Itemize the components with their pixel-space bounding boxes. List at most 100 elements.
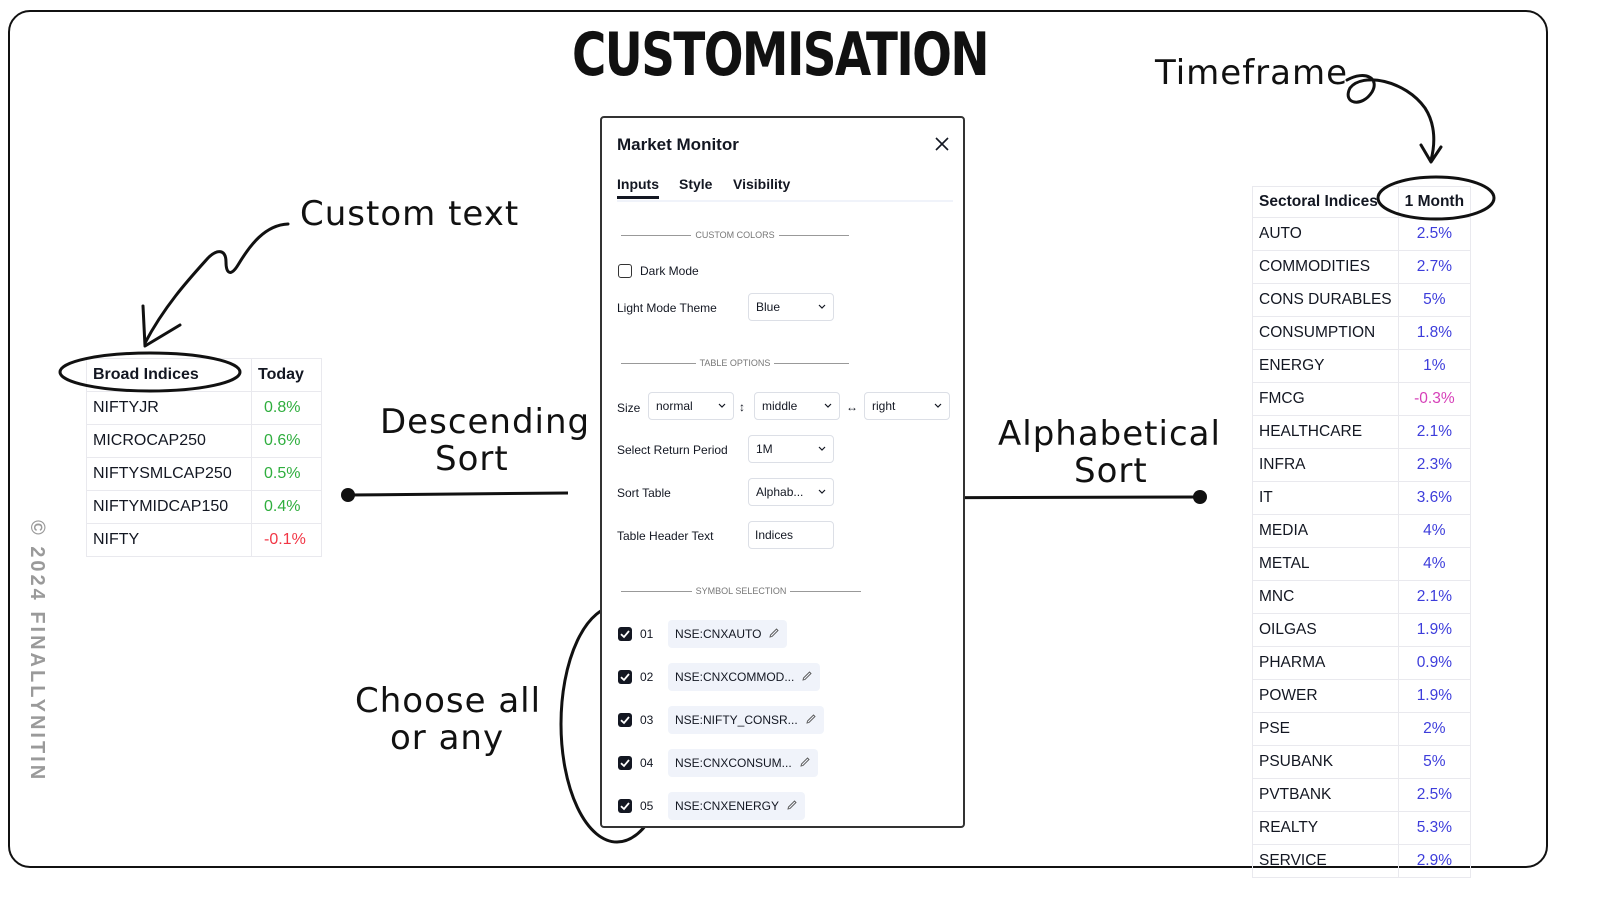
symbol-checkbox-03[interactable] — [618, 713, 632, 727]
index-value: 1.9% — [1397, 613, 1472, 647]
custom-text-arrowhead — [141, 304, 182, 348]
alphabetical-pointer-dot — [1193, 490, 1207, 504]
index-value: 2.5% — [1397, 778, 1472, 812]
return-period-value: 1M — [756, 442, 773, 456]
pencil-icon[interactable] — [805, 713, 817, 725]
index-name: AUTO — [1252, 217, 1399, 251]
index-name: NIFTYMIDCAP150 — [86, 490, 252, 524]
tab-visibility[interactable]: Visibility — [733, 176, 791, 192]
index-value: 0.9% — [1397, 646, 1472, 680]
sort-table-select[interactable]: Alphab... — [748, 478, 834, 506]
check-icon — [620, 630, 630, 639]
symbol-chip[interactable]: NSE:CNXCOMMOD... — [668, 663, 821, 691]
symbol-chip[interactable]: NSE:CNXAUTO — [668, 620, 788, 648]
chevron-down-icon — [824, 403, 832, 408]
index-value: -0.1% — [251, 523, 322, 557]
index-name: NIFTY — [86, 523, 252, 557]
pencil-icon[interactable] — [801, 670, 813, 682]
horizontal-align-select[interactable]: right — [864, 392, 950, 420]
symbol-chip[interactable]: NSE:NIFTY_CONSR... — [668, 706, 824, 734]
annotation-alphabetical-line2: Sort — [1074, 451, 1148, 492]
dark-mode-checkbox[interactable] — [618, 264, 632, 278]
index-name: PVTBANK — [1252, 778, 1399, 812]
index-value: 0.8% — [251, 391, 322, 425]
annotation-custom-text: Custom text — [300, 194, 520, 234]
symbol-checkbox-02[interactable] — [618, 670, 632, 684]
annotation-alphabetical: Alphabetical Sort — [998, 415, 1221, 492]
index-value: -0.3% — [1397, 382, 1472, 416]
index-value: 2% — [1397, 712, 1472, 746]
section-table-options: TABLE OPTIONS — [617, 358, 853, 368]
timeframe-arrow — [1345, 74, 1436, 162]
section-symbol-selection: SYMBOL SELECTION — [617, 586, 865, 596]
page-title: CUSTOMISATION — [571, 20, 990, 90]
return-period-select[interactable]: 1M — [748, 435, 834, 463]
vertical-align-value: middle — [762, 399, 798, 413]
sector-table-header: Sectoral Indices — [1252, 186, 1399, 218]
pencil-icon[interactable] — [799, 756, 811, 768]
index-name: OILGAS — [1252, 613, 1399, 647]
symbol-text: NSE:CNXCOMMOD... — [675, 670, 795, 684]
symbol-number: 04 — [640, 756, 654, 770]
index-value: 5% — [1397, 745, 1472, 779]
index-value: 2.3% — [1397, 448, 1472, 482]
pencil-icon[interactable] — [786, 799, 798, 811]
close-icon[interactable] — [932, 134, 952, 154]
index-name: REALTY — [1252, 811, 1399, 845]
tab-style[interactable]: Style — [679, 176, 713, 192]
index-value: 1% — [1397, 349, 1472, 383]
custom-text-arrow — [143, 222, 290, 345]
market-monitor-dialog: Market Monitor Inputs Style Visibility C… — [600, 116, 965, 828]
symbol-checkbox-05[interactable] — [618, 799, 632, 813]
timeframe-arrowhead — [1419, 143, 1443, 164]
sort-table-value: Alphab... — [756, 485, 804, 499]
index-name: FMCG — [1252, 382, 1399, 416]
symbol-number: 01 — [640, 627, 654, 641]
light-theme-label: Light Mode Theme — [617, 301, 717, 315]
chevron-down-icon — [818, 304, 826, 309]
horizontal-align-icon: ↔ — [846, 400, 858, 414]
return-period-label: Select Return Period — [617, 443, 728, 457]
size-value: normal — [656, 399, 693, 413]
index-value: 3.6% — [1397, 481, 1472, 515]
chevron-down-icon — [718, 403, 726, 408]
light-theme-select[interactable]: Blue — [748, 293, 834, 321]
symbol-text: NSE:CNXENERGY — [675, 799, 780, 813]
symbol-chip[interactable]: NSE:CNXCONSUM... — [668, 749, 818, 777]
outer-frame — [8, 10, 1548, 868]
index-name: MEDIA — [1252, 514, 1399, 548]
size-select[interactable]: normal — [648, 392, 734, 420]
annotation-choose: Choose all or any — [355, 682, 541, 758]
chevron-down-icon — [934, 403, 942, 408]
chevron-down-icon — [818, 446, 826, 451]
symbol-checkbox-04[interactable] — [618, 756, 632, 770]
index-name: METAL — [1252, 547, 1399, 581]
check-icon — [620, 802, 630, 811]
pencil-icon[interactable] — [768, 627, 780, 639]
index-name: HEALTHCARE — [1252, 415, 1399, 449]
vertical-align-select[interactable]: middle — [754, 392, 840, 420]
tab-inputs[interactable]: Inputs — [617, 176, 659, 199]
index-value: 2.7% — [1397, 250, 1472, 284]
index-value: 2.9% — [1397, 844, 1472, 878]
symbol-number: 03 — [640, 713, 654, 727]
header-text-input[interactable] — [748, 521, 834, 549]
symbol-checkbox-01[interactable] — [618, 627, 632, 641]
annotation-timeframe: Timeframe — [1155, 53, 1349, 93]
symbol-chip[interactable]: NSE:CNXENERGY — [668, 792, 806, 820]
dark-mode-label: Dark Mode — [640, 264, 699, 278]
index-value: 1.9% — [1397, 679, 1472, 713]
